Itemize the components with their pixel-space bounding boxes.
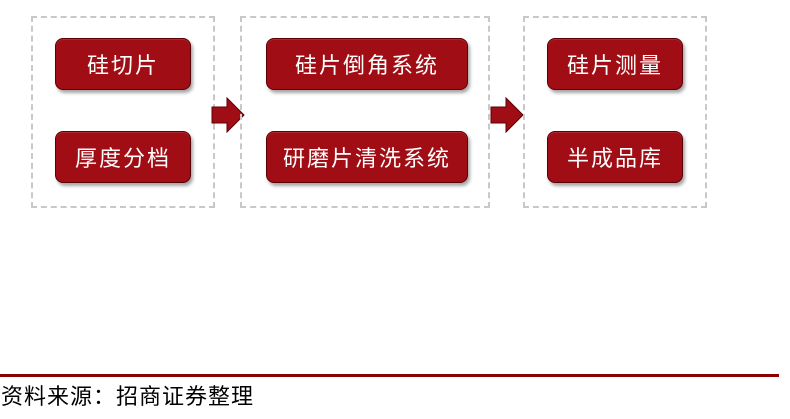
source-note: 资料来源：招商证券整理 xyxy=(1,385,255,410)
process-group-chamfer-clean: 硅片倒角系统 研磨片清洗系统 xyxy=(240,16,490,208)
process-step-semi-finished-storage: 半成品库 xyxy=(547,131,683,183)
flow-arrow-icon xyxy=(211,97,245,133)
process-step-wafer-chamfering-system: 硅片倒角系统 xyxy=(266,38,468,90)
source-divider xyxy=(0,374,779,377)
process-group-measure-store: 硅片测量 半成品库 xyxy=(523,16,707,208)
process-step-thickness-grading: 厚度分档 xyxy=(55,131,191,183)
process-step-wafer-measurement: 硅片测量 xyxy=(547,38,683,90)
process-step-wafer-slicing: 硅切片 xyxy=(55,38,191,90)
process-step-lapped-wafer-cleaning-system: 研磨片清洗系统 xyxy=(266,131,468,183)
flow-arrow-icon xyxy=(490,97,524,133)
process-group-slicing: 硅切片 厚度分档 xyxy=(31,16,215,208)
